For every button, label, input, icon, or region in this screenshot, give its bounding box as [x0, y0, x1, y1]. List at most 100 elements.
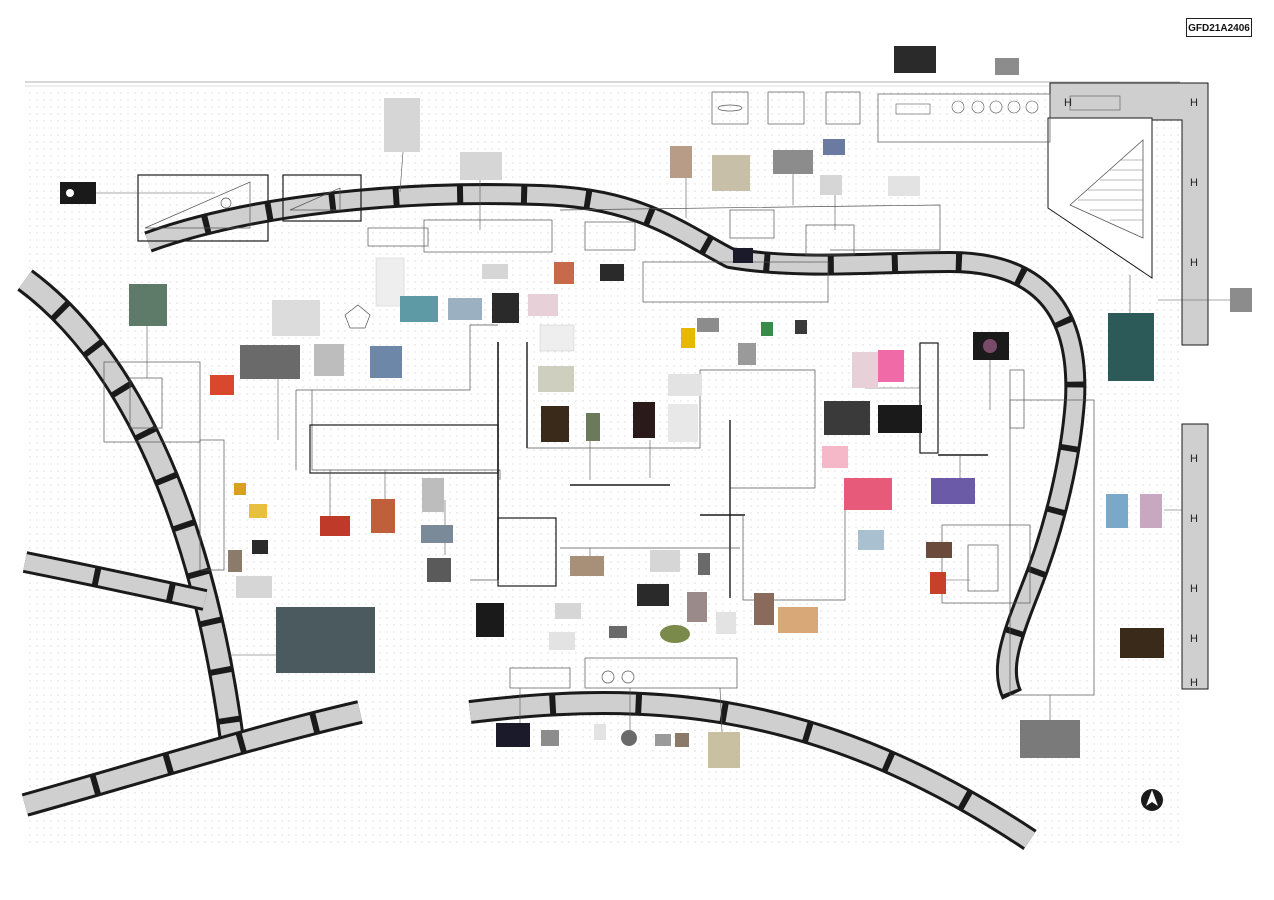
reference-image: [496, 723, 530, 747]
stair-symbol: H: [1190, 177, 1198, 189]
reference-image: [570, 556, 604, 576]
reference-image: [400, 296, 438, 322]
stair-symbol: H: [1190, 97, 1198, 109]
drawing-code-label: GFD21A2406: [1186, 18, 1252, 37]
stair-symbol: H: [1064, 97, 1072, 109]
reference-image: [926, 542, 952, 558]
reference-image: [844, 478, 892, 510]
reference-image: [384, 98, 420, 152]
reference-image: [228, 550, 242, 572]
reference-image: [528, 294, 558, 316]
reference-image: [754, 593, 774, 625]
reference-image: [795, 320, 807, 334]
reference-image: [234, 483, 246, 495]
reference-image: [708, 732, 740, 768]
reference-image: [600, 264, 624, 281]
reference-image: [555, 603, 581, 619]
reference-image: [272, 300, 320, 336]
reference-image: [668, 374, 702, 396]
reference-image: [60, 182, 96, 204]
reference-image: [320, 516, 350, 536]
reference-image: [878, 405, 922, 433]
reference-image: [129, 284, 167, 326]
reference-image: [66, 189, 74, 197]
reference-image: [371, 499, 395, 533]
reference-image: [687, 592, 707, 622]
reference-image: [549, 632, 575, 650]
reference-image: [538, 366, 574, 392]
reference-image: [698, 553, 710, 575]
stair-symbols: H H H H H H H H H: [1064, 97, 1198, 689]
reference-image: [675, 733, 689, 747]
reference-image: [421, 525, 453, 543]
reference-image: [822, 446, 848, 468]
reference-image: [422, 478, 444, 512]
reference-image: [476, 603, 504, 637]
reference-image: [650, 550, 680, 572]
curved-walls: [17, 183, 1087, 850]
reference-image: [930, 572, 946, 594]
right-wing: [877, 82, 1209, 690]
reference-image: [995, 58, 1019, 75]
reference-image: [888, 176, 920, 196]
reference-image: [773, 150, 813, 174]
reference-image: [609, 626, 627, 638]
reference-image: [1108, 313, 1154, 381]
reference-image: [878, 350, 904, 382]
reference-image: [594, 724, 606, 740]
reference-image: [637, 584, 669, 606]
reference-image: [541, 730, 559, 746]
reference-image: [541, 406, 569, 442]
reference-image: [633, 402, 655, 438]
reference-image: [670, 146, 692, 178]
reference-image: [716, 612, 736, 634]
reference-image: [1106, 494, 1128, 528]
reference-image: [655, 734, 671, 746]
stair-symbol: H: [1190, 453, 1198, 465]
reference-image: [1140, 494, 1162, 528]
reference-image: [894, 46, 936, 73]
reference-image: [460, 152, 502, 180]
north-arrow-icon: [1141, 789, 1163, 811]
reference-image: [427, 558, 451, 582]
reference-image: [240, 345, 300, 379]
reference-image: [858, 530, 884, 550]
reference-image: [252, 540, 268, 554]
stair-symbol: H: [1190, 583, 1198, 595]
reference-image: [983, 339, 997, 353]
reference-image: [823, 139, 845, 155]
reference-image: [492, 293, 519, 323]
reference-image: [375, 257, 405, 307]
reference-image: [314, 344, 344, 376]
reference-image: [621, 730, 637, 746]
reference-image: [370, 346, 402, 378]
reference-image: [210, 375, 234, 395]
reference-image: [738, 343, 756, 365]
reference-image: [761, 322, 773, 336]
reference-image: [681, 328, 695, 348]
reference-image: [276, 607, 375, 673]
reference-image: [539, 324, 575, 352]
reference-image: [249, 504, 267, 518]
stair-symbol: H: [1190, 513, 1198, 525]
stair-symbol: H: [1190, 677, 1198, 689]
reference-image: [931, 478, 975, 504]
reference-image: [236, 576, 272, 598]
reference-image: [448, 298, 482, 320]
reference-image: [697, 318, 719, 332]
reference-image: [1120, 628, 1164, 658]
reference-images: [60, 46, 1252, 768]
stair-symbol: H: [1190, 257, 1198, 269]
reference-image: [586, 413, 600, 441]
interior-partitions: [103, 91, 1095, 696]
reference-image: [668, 404, 698, 442]
stair-symbol: H: [1190, 633, 1198, 645]
reference-image: [660, 625, 690, 643]
reference-image: [1230, 288, 1252, 312]
reference-image: [712, 155, 750, 191]
reference-image: [778, 607, 818, 633]
reference-image: [482, 264, 508, 279]
reference-image: [733, 248, 753, 263]
reference-image: [1020, 720, 1080, 758]
